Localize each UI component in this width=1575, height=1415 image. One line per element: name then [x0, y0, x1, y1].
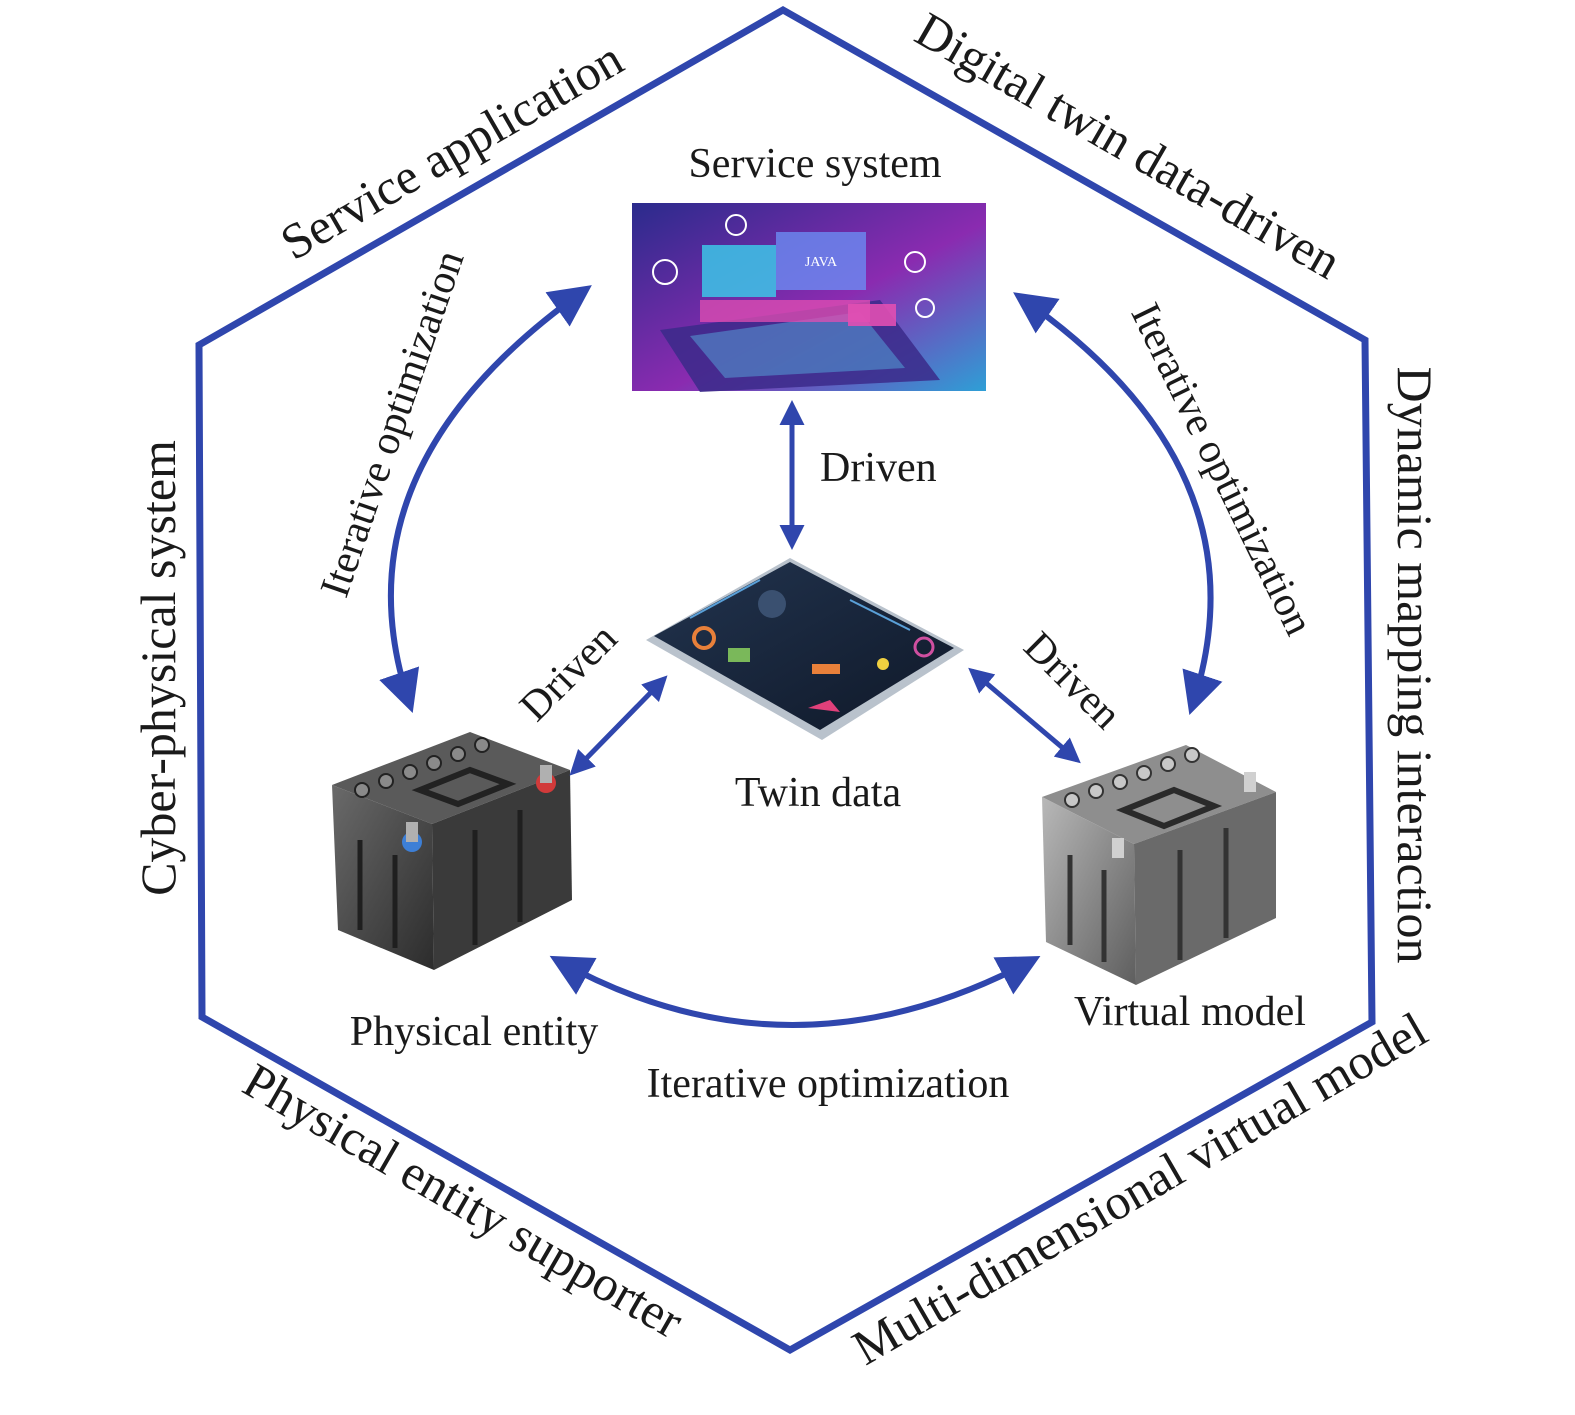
arrow-physical-virtual	[549, 955, 1041, 1028]
side-label-bottom-right: Multi-dimensional virtual model	[843, 1001, 1436, 1376]
arrow-twin-virtual	[968, 667, 1081, 764]
twin-data-label: Twin data	[735, 770, 902, 816]
arrow-service-virtual	[1013, 292, 1223, 715]
arrow-twin-physical	[569, 675, 668, 776]
physical-entity-label: Physical entity	[350, 1009, 598, 1055]
edge-label-twin-physical: Driven	[511, 615, 626, 730]
side-label-bottom-left: Physical entity supporter	[234, 1052, 693, 1349]
virtual-model-label: Virtual model	[1074, 989, 1306, 1035]
laptop-screen-text: JAVA	[805, 255, 838, 270]
physical-battery-icon	[332, 732, 572, 970]
twin-data-node: Twin data	[646, 558, 964, 816]
side-label-top-left: Service application	[271, 30, 632, 271]
edge-label-service-twin: Driven	[820, 445, 937, 491]
physical-entity-node: Physical entity	[332, 732, 598, 1055]
hexagon-frame	[195, 5, 1376, 1355]
service-system-node: Service system JAVA	[632, 141, 986, 392]
arrow-service-physical	[379, 285, 592, 713]
virtual-battery-icon	[1042, 745, 1276, 985]
service-system-label: Service system	[688, 141, 941, 187]
edge-label-physical-virtual: Iterative optimization	[647, 1061, 1010, 1107]
side-label-right: Dynamic mapping interaction	[1387, 366, 1443, 963]
virtual-model-node: Virtual model	[1042, 745, 1306, 1035]
dashboard-tablet-icon	[646, 558, 964, 740]
laptop-icon: JAVA	[632, 203, 986, 392]
side-label-left: Cyber-physical system	[130, 440, 186, 896]
edge-label-service-virtual: Iterative optimization	[1122, 296, 1322, 642]
